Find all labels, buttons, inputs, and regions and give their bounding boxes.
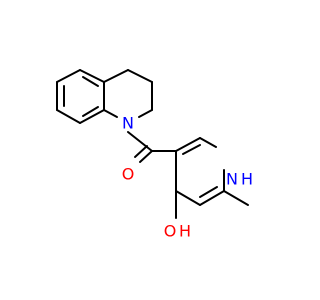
pyridone-ring	[175, 137, 225, 206]
bond-n-carbonyl	[127, 131, 153, 152]
bond-carbonyl-double-a	[139, 150, 153, 163]
atom-o-carbonyl: O	[122, 165, 135, 184]
molecule-structure: N O N H O H	[56, 69, 253, 241]
atom-o-pyridone: O H	[164, 222, 191, 241]
bond-carbonyl-double-b	[134, 145, 148, 158]
svg-text:H: H	[179, 222, 191, 241]
bond-methyl	[223, 190, 249, 206]
benzene-ring	[56, 69, 105, 124]
svg-text:N: N	[226, 170, 238, 189]
svg-text:O: O	[164, 222, 177, 241]
saturated-ring	[103, 69, 153, 118]
svg-text:H: H	[241, 170, 253, 189]
atom-nh: N H	[226, 170, 253, 189]
atom-n-ring: N	[122, 114, 134, 133]
